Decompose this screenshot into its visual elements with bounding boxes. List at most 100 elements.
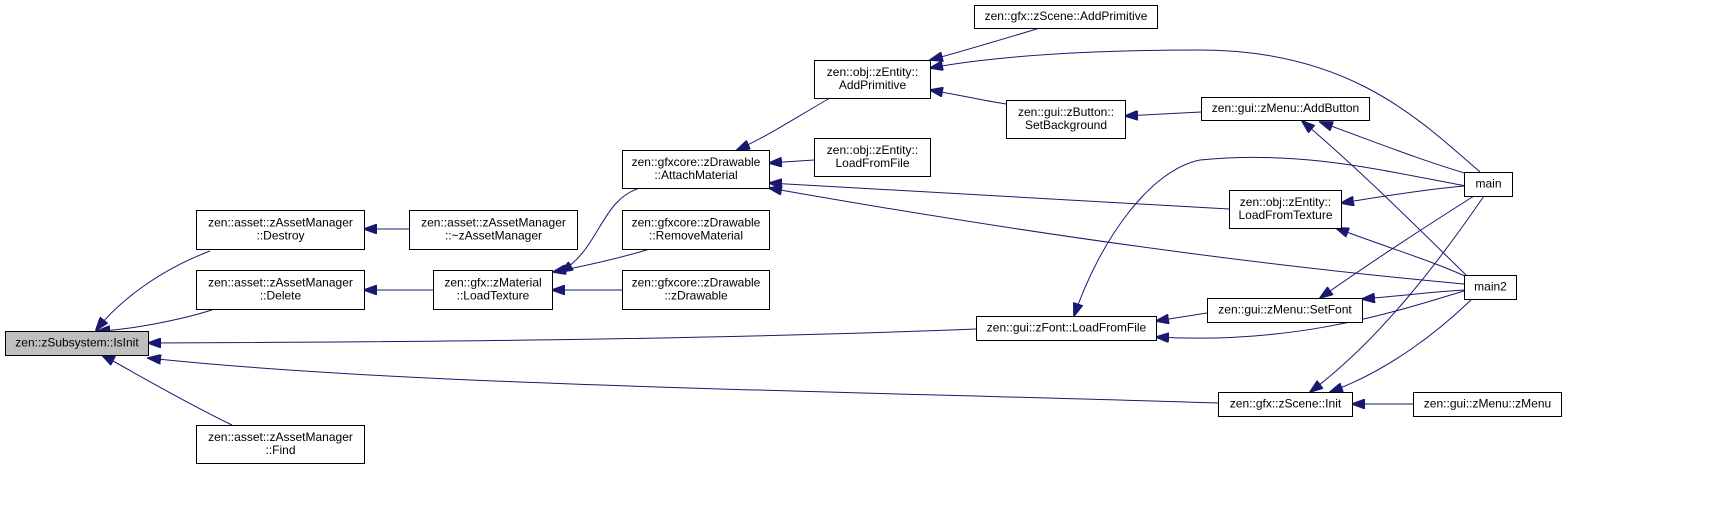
edge-ent_lff-to-attachmat (769, 160, 815, 163)
node-addbutton[interactable]: zen::gui::zMenu::AddButton (1201, 97, 1370, 121)
edge-destroy-to-isinit (96, 250, 211, 330)
node-label: main (1475, 177, 1501, 191)
edge-delete-to-isinit (97, 309, 213, 331)
node-box (196, 270, 365, 310)
node-box (622, 270, 770, 310)
node-label: zen::gfx::zScene::Init (1230, 397, 1342, 411)
node-label: ::zDrawable (664, 289, 728, 303)
node-label: zen::gui::zButton:: (1018, 105, 1114, 119)
node-label: zen::gfxcore::zDrawable (632, 276, 761, 290)
node-label: zen::gfx::zMaterial (444, 276, 541, 290)
node-box (5, 331, 149, 356)
edge-scene_addprim-to-addprim (930, 27, 1041, 60)
node-isinit[interactable]: zen::zSubsystem::IsInit (5, 331, 149, 356)
edge-setbg-to-addprim (930, 90, 1007, 105)
node-label: zen::zSubsystem::IsInit (15, 336, 139, 350)
edge-main-to-font_lff (1074, 156, 1467, 316)
node-label: AddPrimitive (839, 78, 907, 92)
node-label: ::AttachMaterial (654, 168, 737, 182)
node-box (974, 5, 1158, 29)
node-label: ::Find (265, 443, 295, 457)
node-box (196, 425, 365, 464)
node-layer: zen::zSubsystem::IsInitzen::asset::zAsse… (5, 5, 1562, 464)
edge-layer (96, 27, 1485, 426)
node-box (1207, 298, 1363, 323)
node-box (196, 210, 365, 250)
edge-attachmat-to-loadtexture (560, 187, 641, 272)
node-loadtexture[interactable]: zen::gfx::zMaterial::LoadTexture (433, 270, 553, 310)
node-box (1229, 190, 1342, 229)
node-box (433, 270, 553, 310)
node-zdrawable[interactable]: zen::gfxcore::zDrawable::zDrawable (622, 270, 770, 310)
node-box (976, 316, 1157, 341)
edge-lft-to-attachmat (769, 183, 1230, 210)
edge-setfont-to-font_lff (1156, 312, 1208, 321)
node-scene_init[interactable]: zen::gfx::zScene::Init (1218, 392, 1353, 417)
edge-removemat-to-loadtexture (553, 248, 651, 272)
node-addprim[interactable]: zen::obj::zEntity::AddPrimitive (814, 60, 931, 99)
node-ent_lff[interactable]: zen::obj::zEntity::LoadFromFile (814, 138, 931, 177)
node-label: ::LoadTexture (457, 289, 530, 303)
node-lft[interactable]: zen::obj::zEntity::LoadFromTexture (1229, 190, 1342, 229)
node-label: zen::obj::zEntity:: (1240, 195, 1331, 209)
edge-main-to-scene_init (1310, 195, 1485, 392)
node-label: zen::gui::zFont::LoadFromFile (987, 321, 1147, 335)
node-label: SetBackground (1025, 118, 1107, 132)
node-label: zen::obj::zEntity:: (827, 143, 918, 157)
node-label: zen::asset::zAssetManager (208, 430, 353, 444)
node-setbg[interactable]: zen::gui::zButton::SetBackground (1006, 100, 1126, 139)
node-label: zen::gfxcore::zDrawable (632, 216, 761, 230)
node-label: ::RemoveMaterial (649, 229, 743, 243)
node-box (1413, 392, 1562, 417)
node-scene_addprim[interactable]: zen::gfx::zScene::AddPrimitive (974, 5, 1158, 29)
edge-font_lff-to-isinit (148, 328, 977, 343)
node-label: zen::gfxcore::zDrawable (632, 155, 761, 169)
node-label: LoadFromFile (835, 156, 909, 170)
edge-main-to-addprim (930, 49, 1481, 173)
node-label: ::Destroy (256, 229, 304, 243)
node-label: zen::gfx::zScene::AddPrimitive (985, 9, 1148, 23)
node-box (1464, 275, 1517, 300)
node-box (814, 138, 931, 177)
node-label: zen::asset::zAssetManager (208, 216, 353, 230)
node-box (622, 210, 770, 250)
node-delete[interactable]: zen::asset::zAssetManager::Delete (196, 270, 365, 310)
edge-main-to-setfont (1320, 195, 1475, 298)
node-label: zen::gui::zMenu::SetFont (1218, 303, 1352, 317)
edge-main2-to-addbutton (1302, 121, 1469, 278)
node-setfont[interactable]: zen::gui::zMenu::SetFont (1207, 298, 1363, 323)
node-label: zen::obj::zEntity:: (827, 65, 918, 79)
edge-addbutton-to-setbg (1125, 112, 1202, 116)
node-box (1201, 97, 1370, 121)
node-label: ::Delete (260, 289, 302, 303)
node-box (409, 210, 578, 250)
node-box (814, 60, 931, 99)
node-label: zen::asset::zAssetManager (421, 216, 566, 230)
node-removemat[interactable]: zen::gfxcore::zDrawable::RemoveMaterial (622, 210, 770, 250)
edge-find-to-isinit (102, 355, 233, 426)
edge-main2-to-attachmat (769, 188, 1465, 285)
edge-main-to-addbutton (1320, 122, 1469, 175)
node-label: zen::gui::zMenu::zMenu (1424, 397, 1551, 411)
node-label: zen::asset::zAssetManager (208, 276, 353, 290)
node-main2[interactable]: main2 (1464, 275, 1517, 300)
node-box (1464, 172, 1513, 197)
node-box (622, 150, 770, 189)
edge-addprim-to-attachmat (737, 97, 831, 150)
node-find[interactable]: zen::asset::zAssetManager::Find (196, 425, 365, 464)
node-zmenu[interactable]: zen::gui::zMenu::zMenu (1413, 392, 1562, 417)
node-font_lff[interactable]: zen::gui::zFont::LoadFromFile (976, 316, 1157, 341)
node-destroy[interactable]: zen::asset::zAssetManager::Destroy (196, 210, 365, 250)
node-box (1218, 392, 1353, 417)
edge-main-to-lft (1341, 185, 1465, 203)
edge-scene_init-to-isinit (148, 358, 1219, 404)
edge-main2-to-setfont (1362, 289, 1465, 299)
node-attachmat[interactable]: zen::gfxcore::zDrawable::AttachMaterial (622, 150, 770, 189)
edge-main2-to-scene_init (1330, 298, 1473, 392)
node-dtor[interactable]: zen::asset::zAssetManager::~zAssetManage… (409, 210, 578, 250)
edge-main2-to-lft (1336, 228, 1468, 278)
node-main[interactable]: main (1464, 172, 1513, 197)
node-label: main2 (1474, 280, 1507, 294)
node-label: ::~zAssetManager (445, 229, 542, 243)
